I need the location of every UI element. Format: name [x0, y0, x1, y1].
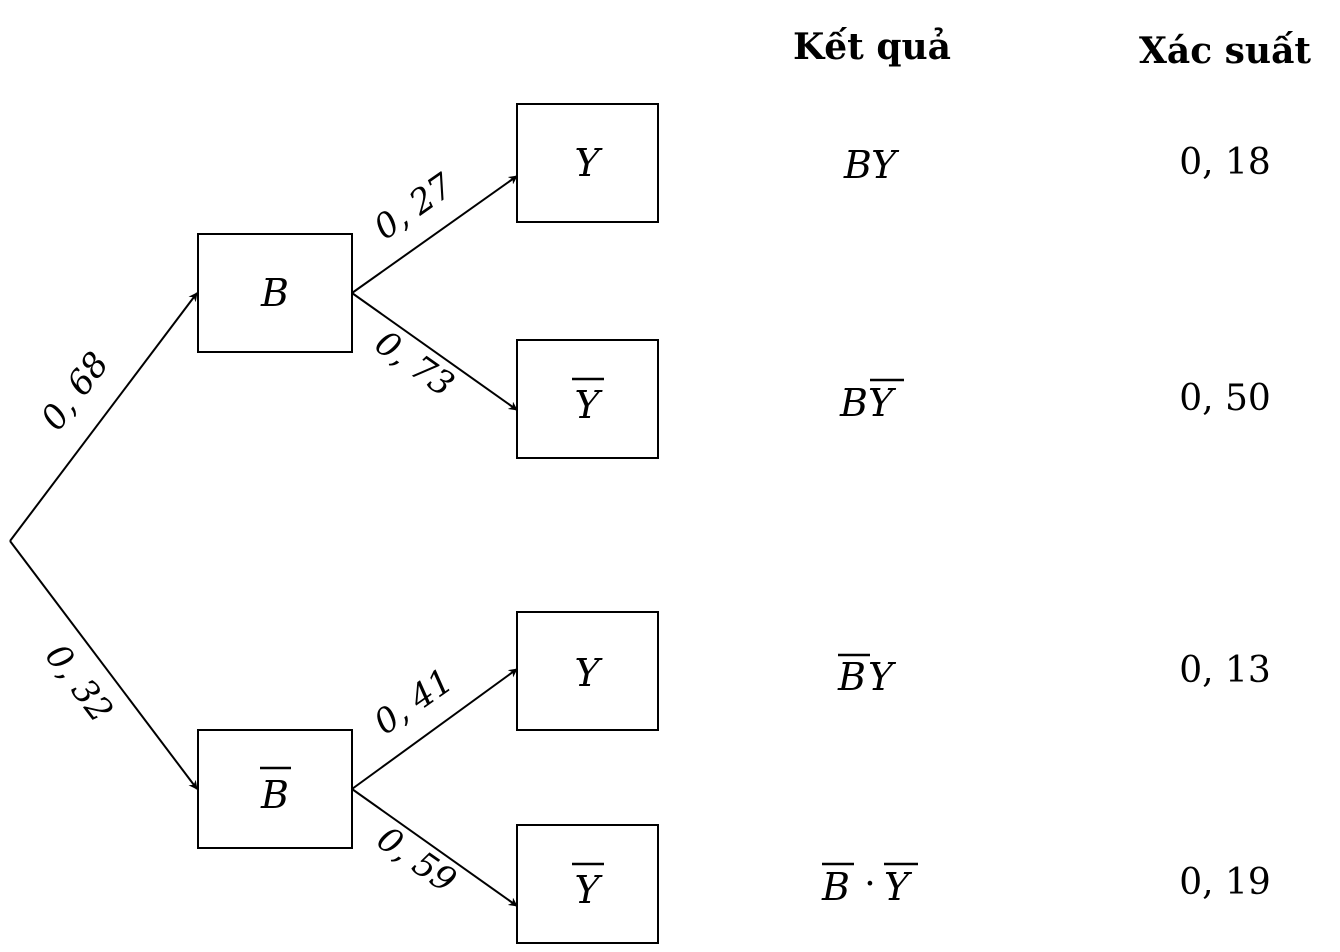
edge-label-b-bar-y-bar: 0, 59 — [369, 819, 463, 901]
outcome-4-b: B — [821, 865, 850, 909]
probability-2: 0, 50 — [1179, 378, 1271, 419]
edge-label-root-b-bar: 0, 32 — [37, 637, 121, 730]
outcome-4-dot: · — [864, 864, 875, 905]
node-b-box — [197, 233, 353, 353]
edge-b-bar-y-bar — [351, 788, 518, 907]
probability-3: 0, 13 — [1179, 650, 1271, 691]
probability-1: 0, 18 — [1179, 142, 1271, 183]
edge-b-bar-y — [351, 668, 518, 790]
node-y1-label: Y — [574, 141, 603, 185]
node-y2-box — [516, 611, 659, 731]
node-y2-bar-label: Y — [574, 868, 603, 912]
edge-b-y-bar — [351, 292, 518, 411]
outcome-2-b: B — [839, 381, 868, 425]
outcome-1: BY — [843, 143, 900, 187]
edge-root-b — [9, 292, 198, 542]
probability-4: 0, 19 — [1179, 862, 1271, 903]
outcome-3-b: B — [837, 655, 866, 699]
node-y1-box — [516, 103, 659, 223]
node-b-bar-label: B — [260, 773, 289, 817]
probability-header: Xác suất — [1139, 30, 1311, 72]
edge-b-y — [351, 175, 518, 294]
edge-root-b-bar — [9, 540, 198, 790]
outcome-header: Kết quả — [793, 26, 951, 68]
edge-label-b-y-bar: 0, 73 — [367, 323, 461, 405]
node-y1-bar-box — [516, 339, 659, 459]
edge-label-b-y: 0, 27 — [367, 166, 461, 249]
node-b-bar-box — [197, 729, 353, 849]
outcome-2-y: Y — [868, 381, 897, 425]
outcome-3-y: Y — [868, 655, 897, 699]
node-y2-bar-box — [516, 824, 659, 944]
edge-label-root-b: 0, 68 — [33, 345, 117, 438]
outcome-4-y: Y — [884, 865, 913, 909]
node-y1-bar-label: Y — [574, 383, 603, 427]
edge-label-b-bar-y: 0, 41 — [367, 661, 461, 743]
node-y2-label: Y — [574, 651, 603, 695]
node-b-label: B — [260, 271, 289, 315]
